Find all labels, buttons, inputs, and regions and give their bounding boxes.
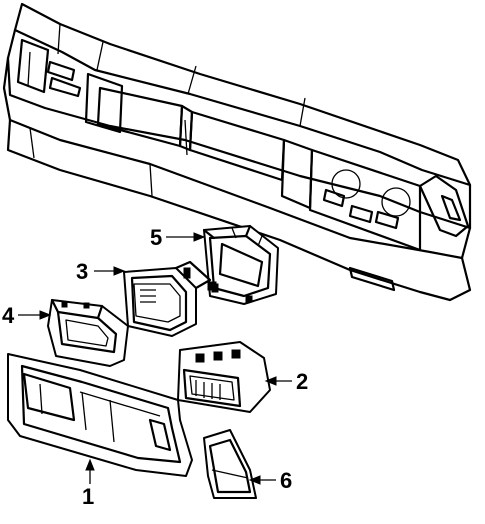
callout-leaders <box>18 232 292 485</box>
callout-5: 5 <box>150 225 162 250</box>
part-3-headlamp <box>123 260 217 337</box>
callout-2: 2 <box>296 369 308 394</box>
callout-6: 6 <box>280 468 292 493</box>
part-1-headlamp-bezel <box>7 353 193 477</box>
part-4-headlamp-retainer <box>47 298 129 367</box>
callout-4: 4 <box>2 303 15 328</box>
callout-1: 1 <box>82 484 94 509</box>
grille-assembly <box>2 2 472 302</box>
part-6-side-marker-lamp <box>203 429 257 499</box>
part-5-headlamp-housing <box>202 224 279 305</box>
part-2-parking-lamp <box>177 341 271 413</box>
callout-3: 3 <box>76 259 88 284</box>
